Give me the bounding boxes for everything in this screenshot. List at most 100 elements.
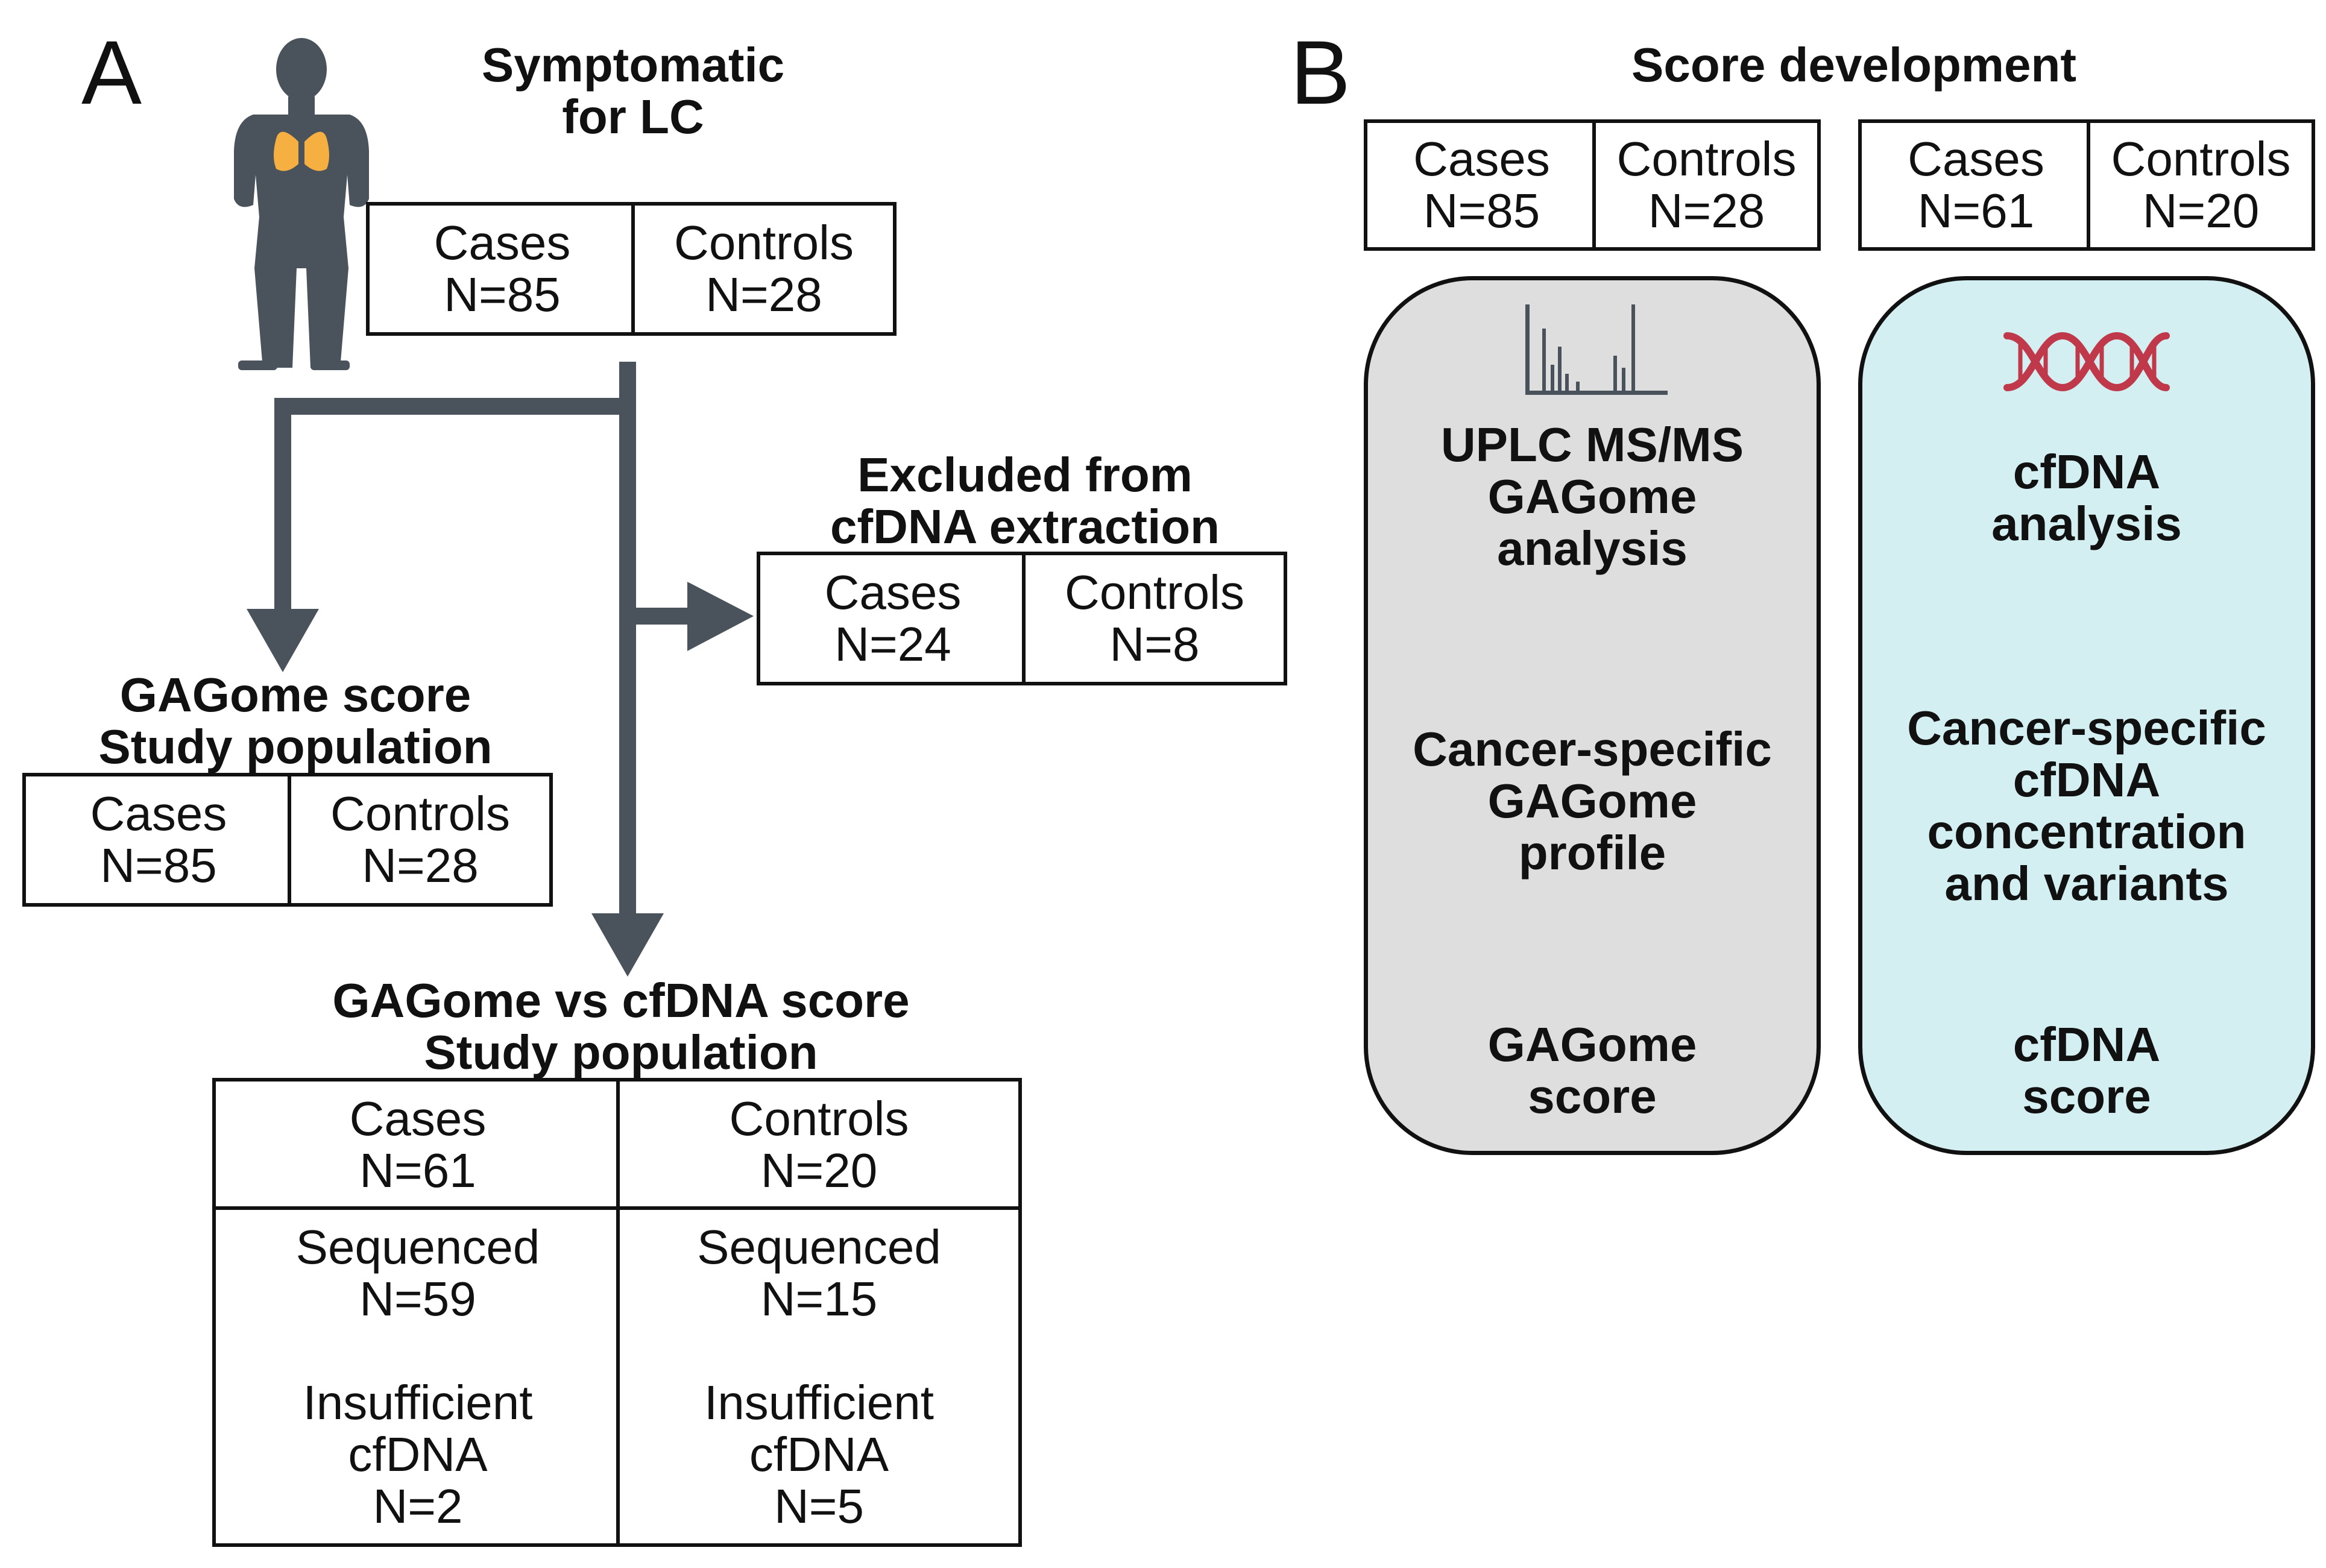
step-line: analysis (1497, 521, 1688, 575)
symptomatic-box: Cases N=85 Controls N=28 (366, 202, 897, 336)
insufficient-label-2: cfDNA (749, 1427, 889, 1481)
vs-pop-cases-cell: Cases N=61 (216, 1082, 620, 1208)
cell-count: N=28 (705, 268, 822, 321)
gagome-pop-title-line2: Study population (98, 720, 493, 773)
score-box-right-controls: Controls N=20 (2087, 123, 2312, 247)
insufficient-count: N=2 (373, 1479, 463, 1533)
gagome-pop-title-line1: GAGome score (119, 668, 471, 722)
excluded-cases-cell: Cases N=24 (760, 555, 1026, 682)
sequenced-count: N=59 (359, 1271, 476, 1326)
cell-label: Controls (1065, 565, 1244, 619)
cell-label: Controls (330, 787, 510, 840)
step-line: score (2022, 1069, 2151, 1123)
score-box-right: Cases N=61 Controls N=20 (1858, 119, 2315, 251)
step-line: concentration (1927, 805, 2246, 858)
cell-count: N=8 (1109, 617, 1200, 671)
vs-pop-box: Cases N=61 Controls N=20 Sequenced N=59 … (212, 1078, 1022, 1547)
step-line: Cancer-specific (1413, 722, 1772, 776)
step-line: and variants (1944, 857, 2229, 910)
cell-label: Cases (1413, 132, 1550, 186)
symptomatic-title-line2: for LC (562, 90, 704, 143)
arrow-head-gagome (247, 609, 319, 672)
gagome-step-profile: Cancer-specific GAGome profile (1368, 723, 1817, 879)
trunk-line (619, 362, 636, 916)
score-box-right-cases: Cases N=61 (1862, 123, 2090, 247)
arrow-head-vs (591, 913, 664, 977)
step-line: UPLC MS/MS (1440, 418, 1744, 471)
vs-pop-title: GAGome vs cfDNA score Study population (259, 975, 983, 1078)
branch-left-down (274, 398, 291, 615)
cell-label: Cases (433, 216, 571, 269)
excluded-title-line1: Excluded from (857, 448, 1193, 502)
sequenced-label: Sequenced (697, 1220, 941, 1274)
symptomatic-title: Symptomatic for LC (422, 39, 844, 143)
cell-count: N=85 (444, 268, 561, 321)
vs-pop-controls-cell: Controls N=20 (616, 1082, 1018, 1208)
score-box-left: Cases N=85 Controls N=28 (1364, 119, 1821, 251)
cell-count: N=24 (834, 617, 951, 671)
arrow-head-excluded (687, 582, 754, 651)
branch-left-line (274, 398, 636, 415)
cell-label: Cases (349, 1092, 487, 1145)
gagome-pop-cases-cell: Cases N=85 (26, 776, 291, 903)
cell-count: N=85 (1423, 184, 1540, 238)
cell-count: N=20 (2142, 184, 2260, 238)
cell-label: Controls (674, 216, 854, 269)
cell-label: Controls (1616, 132, 1797, 186)
excluded-title-line2: cfDNA extraction (830, 500, 1220, 553)
vs-pop-row-divider (216, 1206, 1018, 1210)
cfdna-pipeline-pill: cfDNA analysis Cancer-specific cfDNA con… (1858, 276, 2315, 1155)
step-line: GAGome (1487, 1018, 1697, 1071)
step-line: Cancer-specific (1907, 701, 2266, 755)
panel-a-letter: A (81, 22, 142, 123)
panel-b-letter: B (1290, 22, 1351, 123)
gagome-pop-box: Cases N=85 Controls N=28 (22, 773, 553, 907)
cell-count: N=20 (760, 1144, 878, 1197)
excluded-box: Cases N=24 Controls N=8 (757, 552, 1287, 685)
insufficient-label: Insufficient (704, 1375, 934, 1429)
step-line: profile (1518, 826, 1666, 880)
vs-pop-cases-detail-cell: Sequenced N=59 Insufficient cfDNA N=2 (216, 1210, 620, 1543)
insufficient-label: Insufficient (303, 1375, 533, 1429)
cell-label: Cases (1908, 132, 2044, 186)
vs-pop-controls-detail-cell: Sequenced N=15 Insufficient cfDNA N=5 (616, 1210, 1018, 1543)
cell-label: Cases (90, 787, 227, 840)
step-line: analysis (1991, 497, 2182, 550)
person-silhouette-icon (234, 38, 369, 370)
gagome-step-score: GAGome score (1368, 1019, 1817, 1122)
cfdna-step-analysis: cfDNA analysis (1862, 446, 2311, 550)
cell-label: Controls (729, 1092, 909, 1145)
cell-count: N=85 (100, 839, 217, 892)
excluded-title: Excluded from cfDNA extraction (760, 449, 1290, 553)
step-line: GAGome (1487, 774, 1697, 828)
symptomatic-title-line1: Symptomatic (481, 38, 785, 92)
mass-spectrum-icon (1525, 304, 1668, 395)
sequenced-count: N=15 (760, 1271, 878, 1326)
cell-count: N=28 (1648, 184, 1765, 238)
excluded-controls-cell: Controls N=8 (1022, 555, 1284, 682)
step-line: cfDNA (2012, 1018, 2161, 1071)
score-box-left-cases: Cases N=85 (1367, 123, 1596, 247)
dna-helix-icon (2003, 332, 2170, 392)
cfdna-step-score: cfDNA score (1862, 1019, 2311, 1122)
cell-count: N=61 (1917, 184, 2035, 238)
lungs-icon (274, 121, 329, 171)
cell-count: N=61 (359, 1144, 476, 1197)
gagome-pop-title: GAGome score Study population (24, 669, 567, 773)
insufficient-label-2: cfDNA (348, 1427, 488, 1481)
vs-pop-title-line2: Study population (424, 1025, 818, 1079)
cell-label: Controls (2111, 132, 2291, 186)
sequenced-label: Sequenced (295, 1220, 540, 1274)
step-line: cfDNA (2012, 445, 2161, 499)
gagome-pop-controls-cell: Controls N=28 (288, 776, 549, 903)
insufficient-count: N=5 (774, 1479, 864, 1533)
score-development-title: Score development (1631, 38, 2076, 92)
gagome-step-analysis: UPLC MS/MS GAGome analysis (1368, 419, 1817, 575)
flow-arrows-a (247, 362, 754, 977)
cfdna-step-concentration: Cancer-specific cfDNA concentration and … (1862, 702, 2311, 910)
cell-label: Cases (824, 565, 962, 619)
score-box-left-controls: Controls N=28 (1592, 123, 1817, 247)
symptomatic-cases-cell: Cases N=85 (370, 206, 635, 332)
step-line: cfDNA (2012, 753, 2161, 807)
step-line: score (1528, 1069, 1657, 1123)
